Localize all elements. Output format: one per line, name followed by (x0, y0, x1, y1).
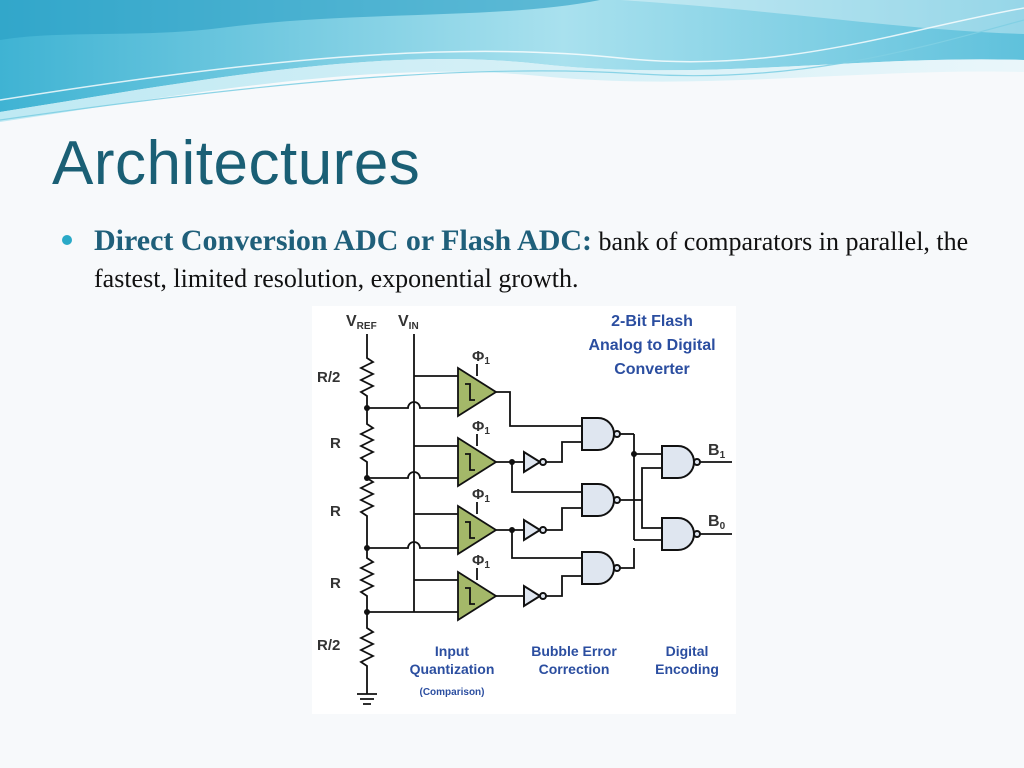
diagram-title-line-2: Analog to Digital (588, 337, 715, 354)
section-bubble-line-1: Bubble Error (531, 643, 617, 659)
header-wave (0, 0, 1024, 122)
bullet-lead: Direct Conversion ADC or Flash ADC: (94, 224, 593, 257)
resistor-label-5: R/2 (317, 637, 340, 654)
resistor-label-4: R (330, 575, 341, 592)
vref-label: VREF (346, 313, 377, 332)
nand-gate-b0 (641, 500, 732, 551)
svg-text:Φ1: Φ1 (472, 486, 490, 505)
resistor-label-3: R (330, 503, 341, 520)
slide-title: Architectures (52, 129, 421, 198)
resistor-label-2: R (330, 435, 341, 452)
bullet-dot-icon (62, 235, 72, 245)
bullet-item: Direct Conversion ADC or Flash ADC: bank… (62, 222, 976, 297)
nand-gate-3 (581, 548, 635, 585)
encoding-wires (633, 434, 662, 541)
section-input-line-1: Input (435, 643, 470, 659)
nand-gate-b1 (661, 445, 732, 479)
flash-adc-diagram: 2-Bit Flash Analog to Digital Converter … (312, 306, 736, 714)
svg-text:Φ1: Φ1 (472, 418, 490, 437)
nand-gate-2 (581, 483, 642, 517)
inverter-1 (523, 441, 582, 474)
diagram-title-line-1: 2-Bit Flash (611, 313, 693, 330)
diagram-title-line-3: Converter (614, 361, 690, 378)
svg-text:Φ1: Φ1 (472, 552, 490, 571)
section-bubble-line-2: Correction (539, 661, 610, 677)
output-b1-label: B1 (708, 442, 726, 461)
comparator-4: Φ1 (367, 552, 524, 622)
inverter-2 (523, 507, 582, 542)
comparator-2: Φ1 (367, 418, 582, 493)
section-input-line-2: Quantization (410, 661, 495, 677)
inverter-3 (523, 575, 582, 608)
comparator-3: Φ1 (367, 486, 582, 559)
bullet-text: bank of comparators in parallel, the fas… (94, 227, 969, 293)
section-digital-line-2: Encoding (655, 661, 719, 677)
comparator-1: Φ1 (367, 348, 582, 427)
section-input-note: (Comparison) (420, 687, 485, 698)
resistor-ladder (357, 334, 377, 705)
vin-label: VIN (398, 313, 419, 332)
output-b0-label: B0 (708, 513, 726, 532)
nand-gate-1 (581, 417, 634, 451)
section-digital-line-1: Digital (666, 643, 709, 659)
svg-text:Φ1: Φ1 (472, 348, 490, 367)
resistor-label-1: R/2 (317, 369, 340, 386)
